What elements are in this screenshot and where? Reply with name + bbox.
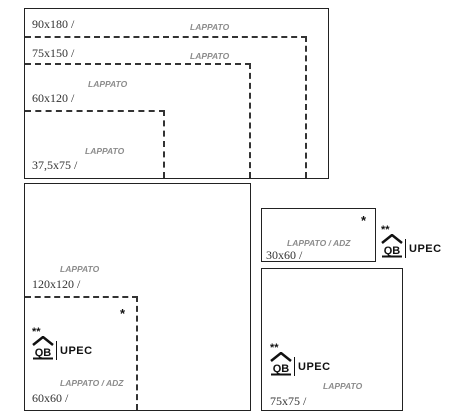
size-label-90x180: 90x180 / <box>32 17 75 31</box>
certification-stars: ** <box>381 224 390 236</box>
size-label-120x120: 120x120 / <box>32 277 81 291</box>
size-label-60x120: 60x120 / <box>32 91 75 105</box>
format-75x75-frame <box>261 268 403 411</box>
finish-label-75x75: LAPPATO <box>323 381 363 391</box>
format-60x60-frame <box>25 296 138 410</box>
finish-label-90x180: LAPPATO <box>190 22 230 32</box>
qb-upec-certification-logo: ** QB UPEC <box>32 327 93 360</box>
format-90x180-frame <box>24 8 329 179</box>
logo-separator <box>294 357 295 376</box>
finish-label-37x75: LAPPATO <box>85 146 125 156</box>
finish-label-60x120: LAPPATO <box>88 79 128 89</box>
format-37x75-frame <box>25 110 165 178</box>
certification-stars: ** <box>270 342 279 354</box>
qb-logo-icon: QB <box>32 336 54 360</box>
qb-upec-certification-logo-75x75: ** QB UPEC <box>270 343 331 376</box>
format-120x120-frame <box>24 183 251 411</box>
finish-label-30x60: LAPPATO / ADZ <box>287 238 351 248</box>
size-label-75x150: 75x150 / <box>32 46 75 60</box>
asterisk-mark-30x60: * <box>361 213 367 228</box>
upec-text: UPEC <box>409 243 442 255</box>
format-60x120-frame <box>25 63 251 178</box>
qb-upec-certification-logo-small: ** QB UPEC <box>381 225 442 258</box>
finish-label-75x150: LAPPATO <box>190 51 230 61</box>
size-label-30x60: 30x60 / <box>266 248 303 262</box>
svg-text:QB: QB <box>384 245 401 257</box>
size-label-75x75: 75x75 / <box>270 394 307 408</box>
logo-separator <box>56 341 57 360</box>
format-30x60-frame <box>261 208 376 262</box>
certification-stars: ** <box>32 326 41 338</box>
upec-text: UPEC <box>298 361 331 373</box>
logo-separator <box>405 239 406 258</box>
svg-text:QB: QB <box>273 363 290 375</box>
size-label-37x75: 37,5x75 / <box>32 158 78 172</box>
finish-label-60x60: LAPPATO / ADZ <box>60 378 124 388</box>
qb-logo-icon: QB <box>381 234 403 258</box>
svg-text:QB: QB <box>35 347 52 359</box>
upec-text: UPEC <box>60 345 93 357</box>
finish-label-120x120: LAPPATO <box>60 264 100 274</box>
asterisk-mark-60x60: * <box>120 306 126 321</box>
qb-logo-icon: QB <box>270 352 292 376</box>
format-75x150-frame <box>25 36 307 178</box>
size-label-60x60: 60x60 / <box>32 391 69 405</box>
